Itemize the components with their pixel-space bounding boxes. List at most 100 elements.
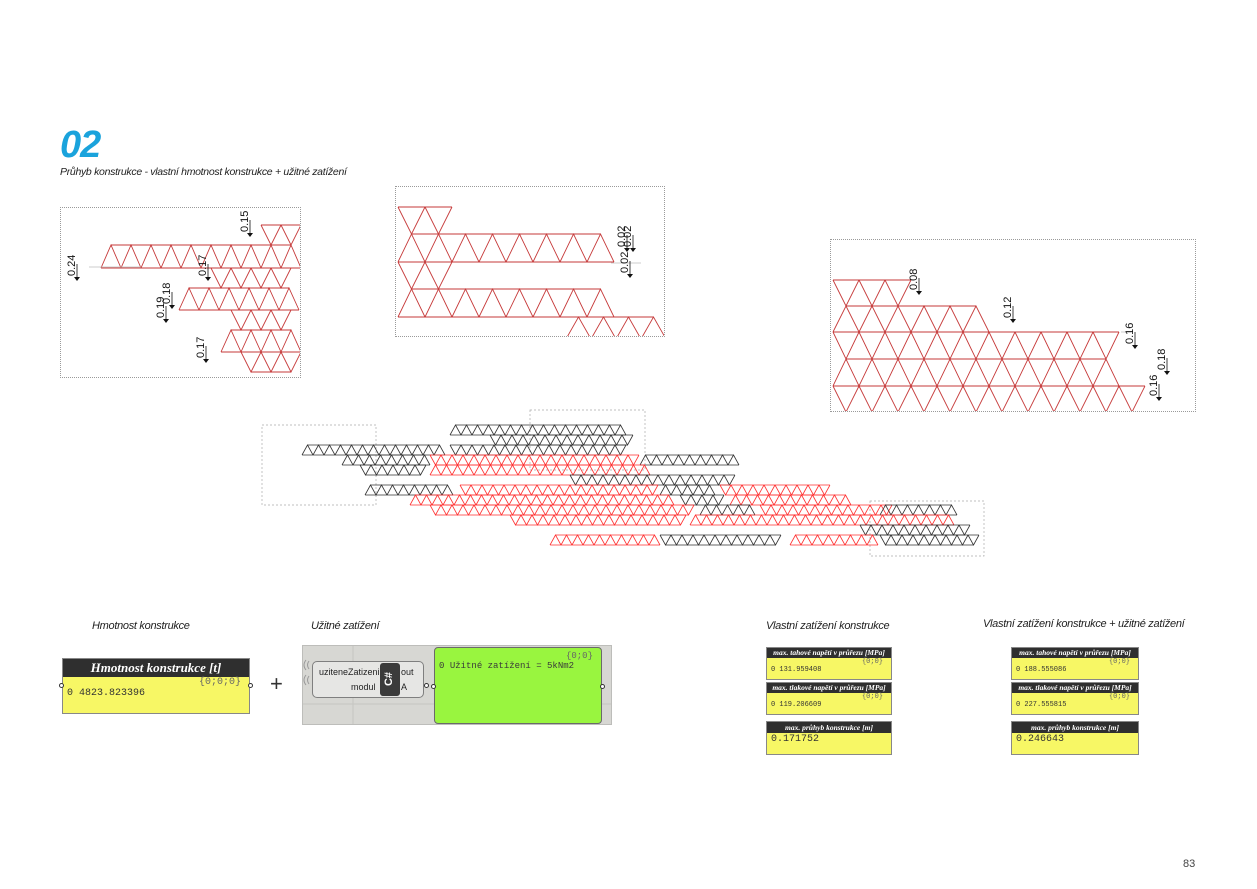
- svg-text:0.02: 0.02: [619, 252, 631, 273]
- compression-stress-panel[interactable]: max. tlakové napětí v průřezu [MPa] {0;0…: [1011, 682, 1139, 715]
- truss-strip: [509, 514, 687, 526]
- truss-strip: [639, 454, 740, 466]
- deflection-view-2-drawing: 0.020.020.02: [397, 206, 664, 336]
- truss-strip: [567, 316, 664, 336]
- svg-text:0.24: 0.24: [66, 255, 78, 276]
- truss-strip: [341, 454, 431, 466]
- component-input-uzitene[interactable]: uziteneZatizeni: [319, 667, 380, 677]
- deflection-dimension: 0.08: [908, 269, 922, 295]
- deflection-view-1-drawing: 0.15 0.24 0.17 0.180.19 0.17: [66, 211, 300, 374]
- live-panel-value: Užitné zatížení = 5kNm2: [449, 661, 575, 671]
- deflection-dimension: 0.02: [619, 252, 633, 278]
- component-output-out[interactable]: out: [401, 667, 414, 677]
- deflection-dimension: 0.19: [155, 297, 169, 323]
- output-grip[interactable]: [600, 684, 605, 689]
- truss-strip: [459, 484, 659, 496]
- truss-strip: [729, 494, 852, 506]
- truss-strip: [832, 385, 1146, 411]
- svg-text:0.02: 0.02: [622, 226, 634, 247]
- svg-text:0.17: 0.17: [195, 337, 207, 358]
- caption-live-load: Užitné zatížení: [311, 620, 380, 632]
- truss-strip: [409, 494, 675, 506]
- tension-stress-panel[interactable]: max. tahové napětí v průřezu [MPa] {0;0}…: [1011, 647, 1139, 680]
- truss-strip: [759, 504, 893, 516]
- svg-text:0.18: 0.18: [161, 283, 173, 304]
- csharp-icon: C#: [380, 663, 400, 696]
- mass-panel-path: {0;0;0}: [198, 677, 241, 688]
- truss-strip: [240, 351, 300, 374]
- tension-stress-value: 131.959408: [779, 666, 822, 674]
- deflection-view-3-drawing: 0.08 0.12 0.16 0.18 0.16: [832, 269, 1170, 411]
- deflection-dimension: 0.24: [66, 255, 80, 281]
- mass-panel[interactable]: Hmotnost konstrukce [t] {0;0;0} 0 4823.8…: [59, 658, 253, 714]
- truss-strip: [429, 464, 651, 476]
- svg-text:0.19: 0.19: [155, 297, 167, 318]
- truss-strip: [659, 534, 782, 546]
- caption-self-load: Vlastní zatížení konstrukce: [766, 620, 890, 632]
- mass-panel-value: 4823.823396: [79, 688, 146, 699]
- truss-strip: [210, 267, 292, 290]
- truss-strip: [449, 424, 627, 436]
- compression-stress-value: 119.206609: [779, 701, 822, 709]
- deflection-dimension: 0.12: [1002, 297, 1016, 323]
- truss-strip: [549, 534, 661, 546]
- deflection-value: 0.246643: [1016, 734, 1065, 745]
- compression-stress-value: 227.555815: [1024, 701, 1067, 709]
- truss-strip: [832, 331, 1120, 361]
- svg-text:0.18: 0.18: [1156, 349, 1168, 370]
- deflection-dimension: 0.16: [1148, 375, 1162, 401]
- svg-text:0.15: 0.15: [239, 211, 251, 232]
- truss-strip: [679, 494, 725, 506]
- output-grip[interactable]: [248, 683, 253, 688]
- truss-strip: [364, 484, 454, 496]
- deflection-view-3: 0.08 0.12 0.16 0.18 0.16: [830, 239, 1196, 412]
- truss-strip: [429, 504, 695, 516]
- truss-strip: [178, 286, 300, 311]
- truss-strip: [449, 444, 627, 456]
- truss-strip: [699, 504, 756, 516]
- plus-sign: +: [270, 671, 283, 696]
- tension-stress-value: 188.555086: [1024, 666, 1067, 674]
- deflection-dimension: 0.15: [239, 211, 253, 237]
- input-grip[interactable]: [59, 683, 64, 688]
- component-output-a[interactable]: A: [401, 682, 408, 692]
- svg-text:0.16: 0.16: [1124, 323, 1136, 344]
- mass-panel-title: Hmotnost konstrukce [t]: [63, 659, 249, 677]
- input-grip[interactable]: [431, 684, 436, 689]
- live-load-panel[interactable]: {0;0} 0 Užitné zatížení = 5kNm2: [431, 647, 605, 724]
- live-panel-path: {0;0}: [565, 651, 593, 661]
- deflection-dimension: 0.18: [161, 283, 175, 309]
- truss-strip: [397, 287, 615, 318]
- truss-strip: [832, 357, 1120, 387]
- truss-strip: [832, 304, 990, 333]
- deflection-dimension: 0.17: [195, 337, 209, 363]
- deflection-panel[interactable]: max. průhyb konstrukce [m] 0.246643: [1011, 721, 1139, 755]
- truss-strip: [100, 243, 300, 269]
- truss-strip: [489, 434, 634, 446]
- deflection-dimension: 0.16: [1124, 323, 1138, 349]
- truss-strip: [230, 309, 292, 332]
- wire-marks: [303, 659, 310, 686]
- deflection-dimension: 0.17: [197, 255, 211, 281]
- truss-strip: [301, 444, 446, 456]
- truss-strip: [689, 514, 955, 526]
- component-output-grip[interactable]: [424, 683, 429, 688]
- truss-strip: [789, 534, 879, 546]
- component-input-modul[interactable]: modul: [351, 682, 376, 692]
- tension-stress-panel[interactable]: max. tahové napětí v průřezu [MPa] {0;0}…: [766, 647, 892, 680]
- mass-panel-index: 0: [67, 688, 74, 699]
- results-self-load: max. tahové napětí v průřezu [MPa] {0;0}…: [766, 647, 894, 757]
- results-self-plus-live: max. tahové napětí v průřezu [MPa] {0;0}…: [1011, 647, 1141, 757]
- svg-text:0.17: 0.17: [197, 255, 209, 276]
- section-number: 02: [60, 124, 101, 166]
- csharp-component[interactable]: uziteneZatizeni modul out A: [312, 661, 424, 698]
- svg-text:0.16: 0.16: [1148, 375, 1160, 396]
- compression-stress-panel[interactable]: max. tlakové napětí v průřezu [MPa] {0;0…: [766, 682, 892, 715]
- deflection-dimension: 0.02: [616, 226, 630, 252]
- truss-strip: [569, 474, 736, 486]
- deflection-panel[interactable]: max. průhyb konstrukce [m] 0.171752: [766, 721, 892, 755]
- truss-strip: [359, 464, 427, 476]
- truss-strip: [220, 328, 300, 353]
